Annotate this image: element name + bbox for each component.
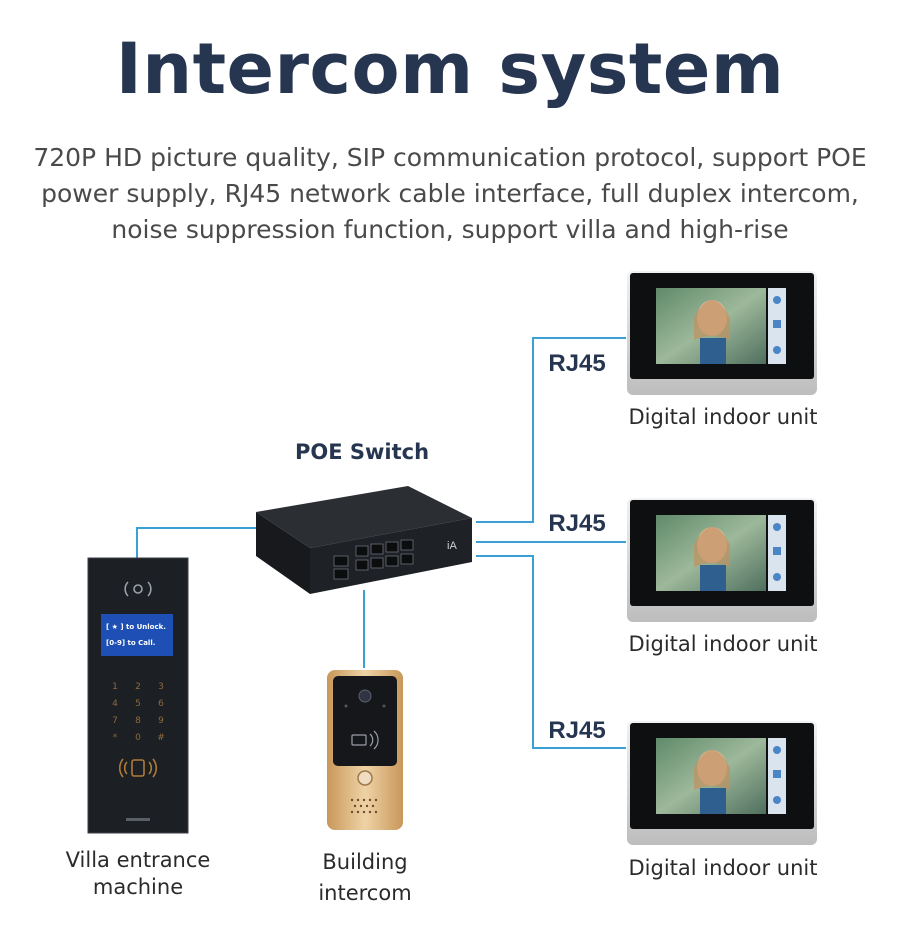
page-title: Intercom system	[115, 28, 785, 110]
indoor-unit-label-top: Digital indoor unit	[628, 405, 818, 429]
villa-key[interactable]: 7	[112, 716, 118, 726]
villa-key[interactable]: 9	[158, 716, 164, 726]
indoor-unit-middle	[627, 498, 817, 622]
indoor-unit-label-bottom: Digital indoor unit	[628, 856, 818, 880]
page-subtitle: 720P HD picture quality, SIP communicati…	[20, 140, 880, 248]
villa-key[interactable]: #	[157, 733, 165, 743]
building-label-line-2: intercom	[318, 881, 412, 905]
indoor-buttons	[773, 296, 781, 354]
building-label-line-1: Building	[322, 850, 408, 874]
phone-icon[interactable]	[773, 796, 781, 804]
villa-key[interactable]: 6	[158, 699, 164, 709]
phone-icon[interactable]	[773, 746, 781, 754]
connection-lines	[136, 337, 626, 749]
villa-screen-line-1: [ ★ ] to Unlock.	[106, 623, 166, 631]
phone-icon[interactable]	[773, 573, 781, 581]
villa-label-line-2: machine	[92, 875, 184, 899]
villa-key[interactable]: 8	[135, 716, 141, 726]
building-intercom-label: Building intercom	[290, 847, 440, 909]
line-villa-to-switch	[136, 527, 256, 558]
phone-icon[interactable]	[773, 296, 781, 304]
switch-brand-mark: iA	[447, 540, 457, 552]
lock-icon[interactable]	[773, 770, 781, 778]
call-button-icon[interactable]	[357, 770, 373, 786]
rj45-label-middle: RJ45	[548, 510, 606, 537]
rj45-label-bottom: RJ45	[548, 717, 606, 744]
villa-key[interactable]: 4	[112, 699, 118, 709]
phone-icon[interactable]	[773, 346, 781, 354]
rfid-card-icon	[351, 730, 379, 750]
speaker-grille-icon	[350, 798, 378, 814]
villa-key[interactable]: 0	[135, 733, 141, 743]
villa-keypad: 1 2 3 4 5 6 7 8 9 * 0 #	[112, 682, 165, 743]
indoor-buttons	[773, 746, 781, 804]
villa-entrance-machine: [ ★ ] to Unlock. [0-9] to Call. 1 2 3 4 …	[87, 557, 189, 834]
subtitle-line-1: 720P HD picture quality, SIP communicati…	[33, 143, 867, 172]
villa-key[interactable]: 2	[135, 682, 141, 692]
indoor-unit-label-middle: Digital indoor unit	[628, 632, 818, 656]
camera-lens-icon	[358, 689, 372, 703]
subtitle-line-2: power supply, RJ45 network cable interfa…	[41, 179, 859, 208]
villa-screen	[101, 614, 173, 656]
line-switch-to-top-unit	[476, 337, 626, 523]
villa-key[interactable]: 5	[135, 699, 141, 709]
villa-speaker-icon	[124, 581, 152, 597]
phone-icon[interactable]	[773, 523, 781, 531]
villa-key[interactable]: *	[113, 733, 118, 743]
poe-switch-device: iA	[256, 486, 472, 594]
indoor-unit-bottom	[627, 721, 817, 845]
villa-key[interactable]: 1	[112, 682, 118, 692]
rj45-label-top: RJ45	[548, 350, 606, 377]
villa-key[interactable]: 3	[158, 682, 164, 692]
lock-icon[interactable]	[773, 547, 781, 555]
subtitle-line-3: noise suppression function, support vill…	[111, 215, 789, 244]
indoor-unit-top	[627, 271, 817, 395]
building-intercom-device	[327, 670, 403, 830]
poe-switch-label: POE Switch	[294, 440, 430, 464]
villa-entrance-label: Villa entrance machine	[48, 847, 228, 901]
villa-card-reader-icon	[118, 758, 158, 778]
indoor-buttons	[773, 523, 781, 581]
villa-label-line-1: Villa entrance	[65, 848, 211, 872]
villa-screen-line-2: [0-9] to Call.	[106, 639, 155, 647]
lock-icon[interactable]	[773, 320, 781, 328]
line-switch-to-bottom-unit	[476, 555, 626, 749]
